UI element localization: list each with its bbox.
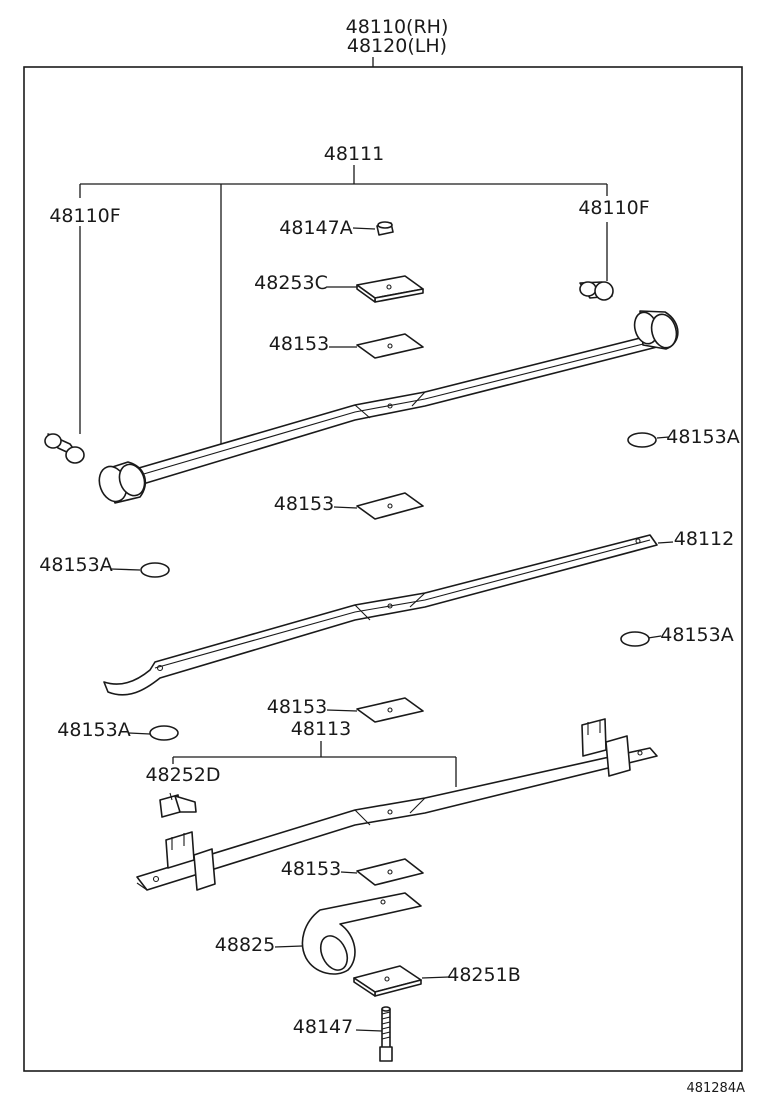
leader-pad-4 [128,732,151,735]
label-nut-top: 48147A [279,217,352,239]
label-second-leaf: 48112 [674,528,734,550]
leader-pad-3 [647,635,662,639]
bushing-left [44,433,85,464]
label-plate-bottom: 48251B [447,964,520,986]
label-silencer-1: 48153 [269,333,329,355]
bolt [379,1006,393,1062]
nut-top [376,221,394,236]
label-pad-4: 48153A [57,719,130,741]
label-silencer-2: 48153 [274,493,334,515]
leader-plate-bottom [421,976,450,979]
leader-silencer-2 [333,506,358,509]
clamp [301,892,422,975]
label-clamp: 48825 [215,934,275,956]
second-leaf-spring [103,534,658,696]
label-third-leaf: 48113 [291,718,351,740]
assembly-part-lh: 48120(LH) [347,35,447,57]
silencer-2 [356,492,424,520]
leader-silencer-4 [340,871,358,874]
third-leaf-spring [136,718,658,891]
label-pad-3: 48153A [660,624,733,646]
label-silencer-3: 48153 [267,696,327,718]
leader-bolt [355,1029,383,1032]
clip [159,792,197,818]
label-clip: 48252D [145,764,220,786]
assembly-part-rh: 48110(RH) [346,16,449,38]
label-bushing-left: 48110F [49,205,120,227]
silencer-4 [356,858,424,886]
label-main-leaf: 48111 [324,143,384,165]
silencer-3 [356,697,424,723]
label-pad-1: 48153A [666,426,739,448]
plate-bottom [353,965,422,997]
leader-second-leaf [657,541,674,544]
pad-2 [140,562,170,578]
leader-nut-top [352,227,376,230]
label-bolt: 48147 [293,1016,353,1038]
diagram-frame [23,66,743,1072]
leader-pad-2 [110,568,141,571]
silencer-1 [356,333,424,359]
pad-4 [149,725,179,741]
label-silencer-4: 48153 [281,858,341,880]
leader-clamp [274,945,303,948]
pad-3 [620,631,650,647]
third-leaf-bracket [172,741,457,787]
main-leaf-spring [98,310,679,504]
leader-silencer-3 [326,709,358,712]
leader-pad-1 [656,436,670,439]
main-leaf-bracket [79,165,608,446]
pad-1 [627,432,657,448]
bushing-right [579,281,614,301]
label-pad-2: 48153A [39,554,112,576]
label-bushing-right: 48110F [578,197,649,219]
label-plate-top: 48253C [254,272,328,294]
diagram-id: 481284A [686,1081,745,1096]
plate-top [356,275,424,303]
